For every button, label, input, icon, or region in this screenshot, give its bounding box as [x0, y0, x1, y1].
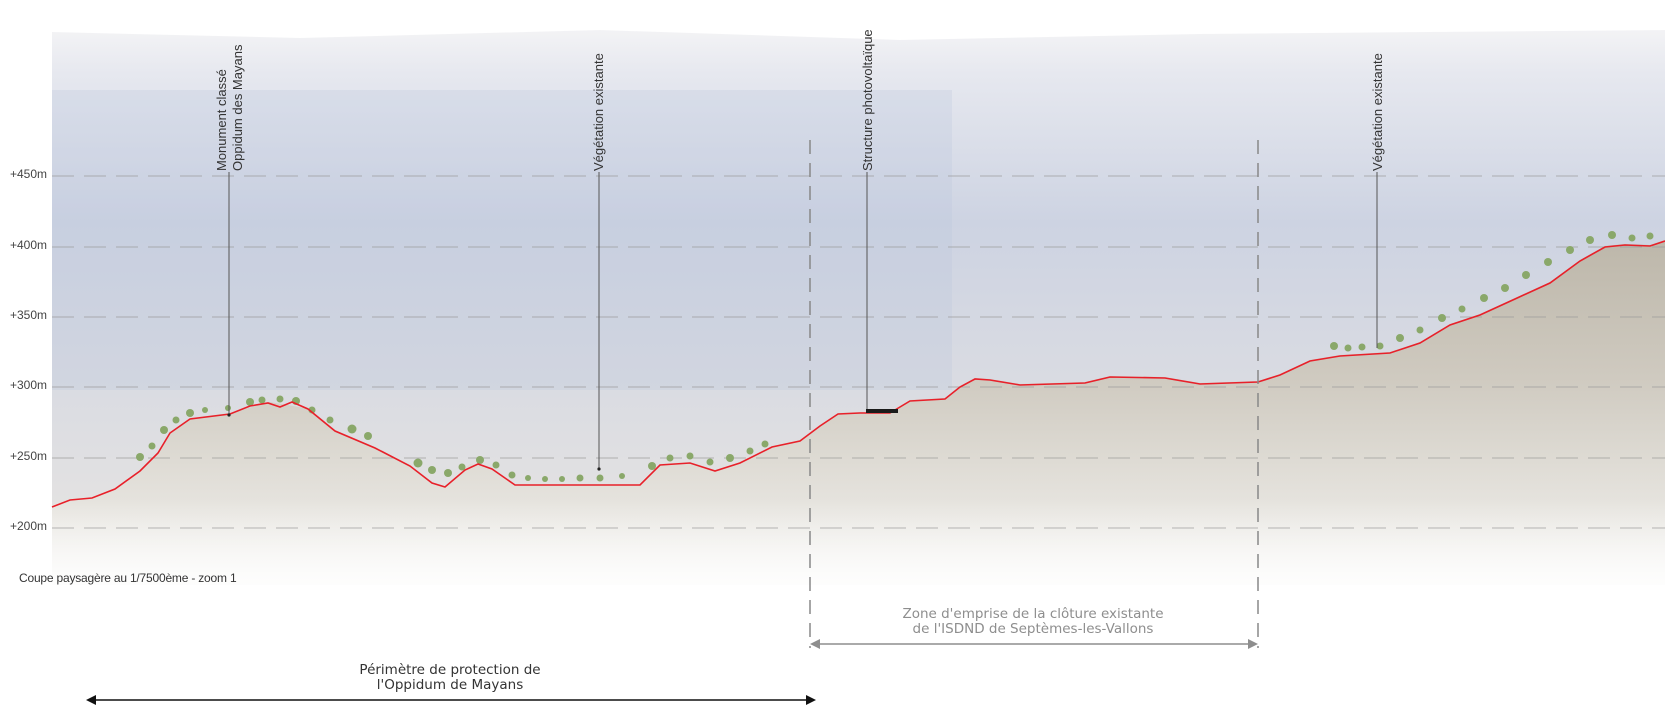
oppidum-perimeter-arrow: [86, 695, 816, 705]
oppidum-perimeter-label-line2: l'Oppidum de Mayans: [376, 677, 524, 693]
photovoltaic-panel: [866, 409, 898, 413]
oppidum-perimeter-label: Périmètre de protection de l'Oppidum de …: [240, 663, 660, 693]
leader-dot-monument: [227, 413, 231, 417]
leader-lines: [228, 172, 1378, 468]
elevation-label-200: +200m: [10, 519, 47, 533]
ground-fade: [40, 500, 1665, 610]
annotation-monument-line1: Monument classé: [214, 69, 229, 171]
isdnd-zone-label-line1: Zone d'emprise de la clôture existante: [902, 606, 1164, 622]
isdnd-zone-label: Zone d'emprise de la clôture existante d…: [808, 607, 1258, 637]
elevation-label-300: +300m: [10, 378, 47, 392]
annotation-monument-line2: Oppidum des Mayans: [230, 44, 245, 171]
vegetation-cluster-hill: [136, 395, 372, 461]
elevation-label-250: +250m: [10, 449, 47, 463]
section-caption: Coupe paysagère au 1/7500ème - zoom 1: [19, 571, 237, 585]
annotation-vegetation-1: Végétation existante: [591, 53, 606, 171]
terrain-profile-line: [51, 240, 1665, 508]
elevation-label-400: +400m: [10, 238, 47, 252]
elevation-lines: [52, 175, 1665, 529]
vegetation-clusters: [136, 231, 1654, 482]
annotation-photovoltaic: Structure photovoltaïque: [860, 29, 875, 171]
oppidum-perimeter-label-line1: Périmètre de protection de: [359, 662, 541, 678]
sky-haze: [52, 90, 952, 390]
isdnd-zone-arrow: [810, 639, 1258, 649]
leader-dot-vegetation-1: [597, 467, 601, 471]
elevation-label-350: +350m: [10, 308, 47, 322]
isdnd-zone-boundaries: [809, 140, 1259, 648]
vegetation-cluster-slope: [1330, 231, 1654, 352]
annotation-vegetation-2: Végétation existante: [1370, 53, 1385, 171]
vegetation-cluster-valley: [413, 440, 769, 482]
elevation-label-450: +450m: [10, 167, 47, 181]
isdnd-zone-label-line2: de l'ISDND de Septèmes-les-Vallons: [912, 621, 1154, 637]
